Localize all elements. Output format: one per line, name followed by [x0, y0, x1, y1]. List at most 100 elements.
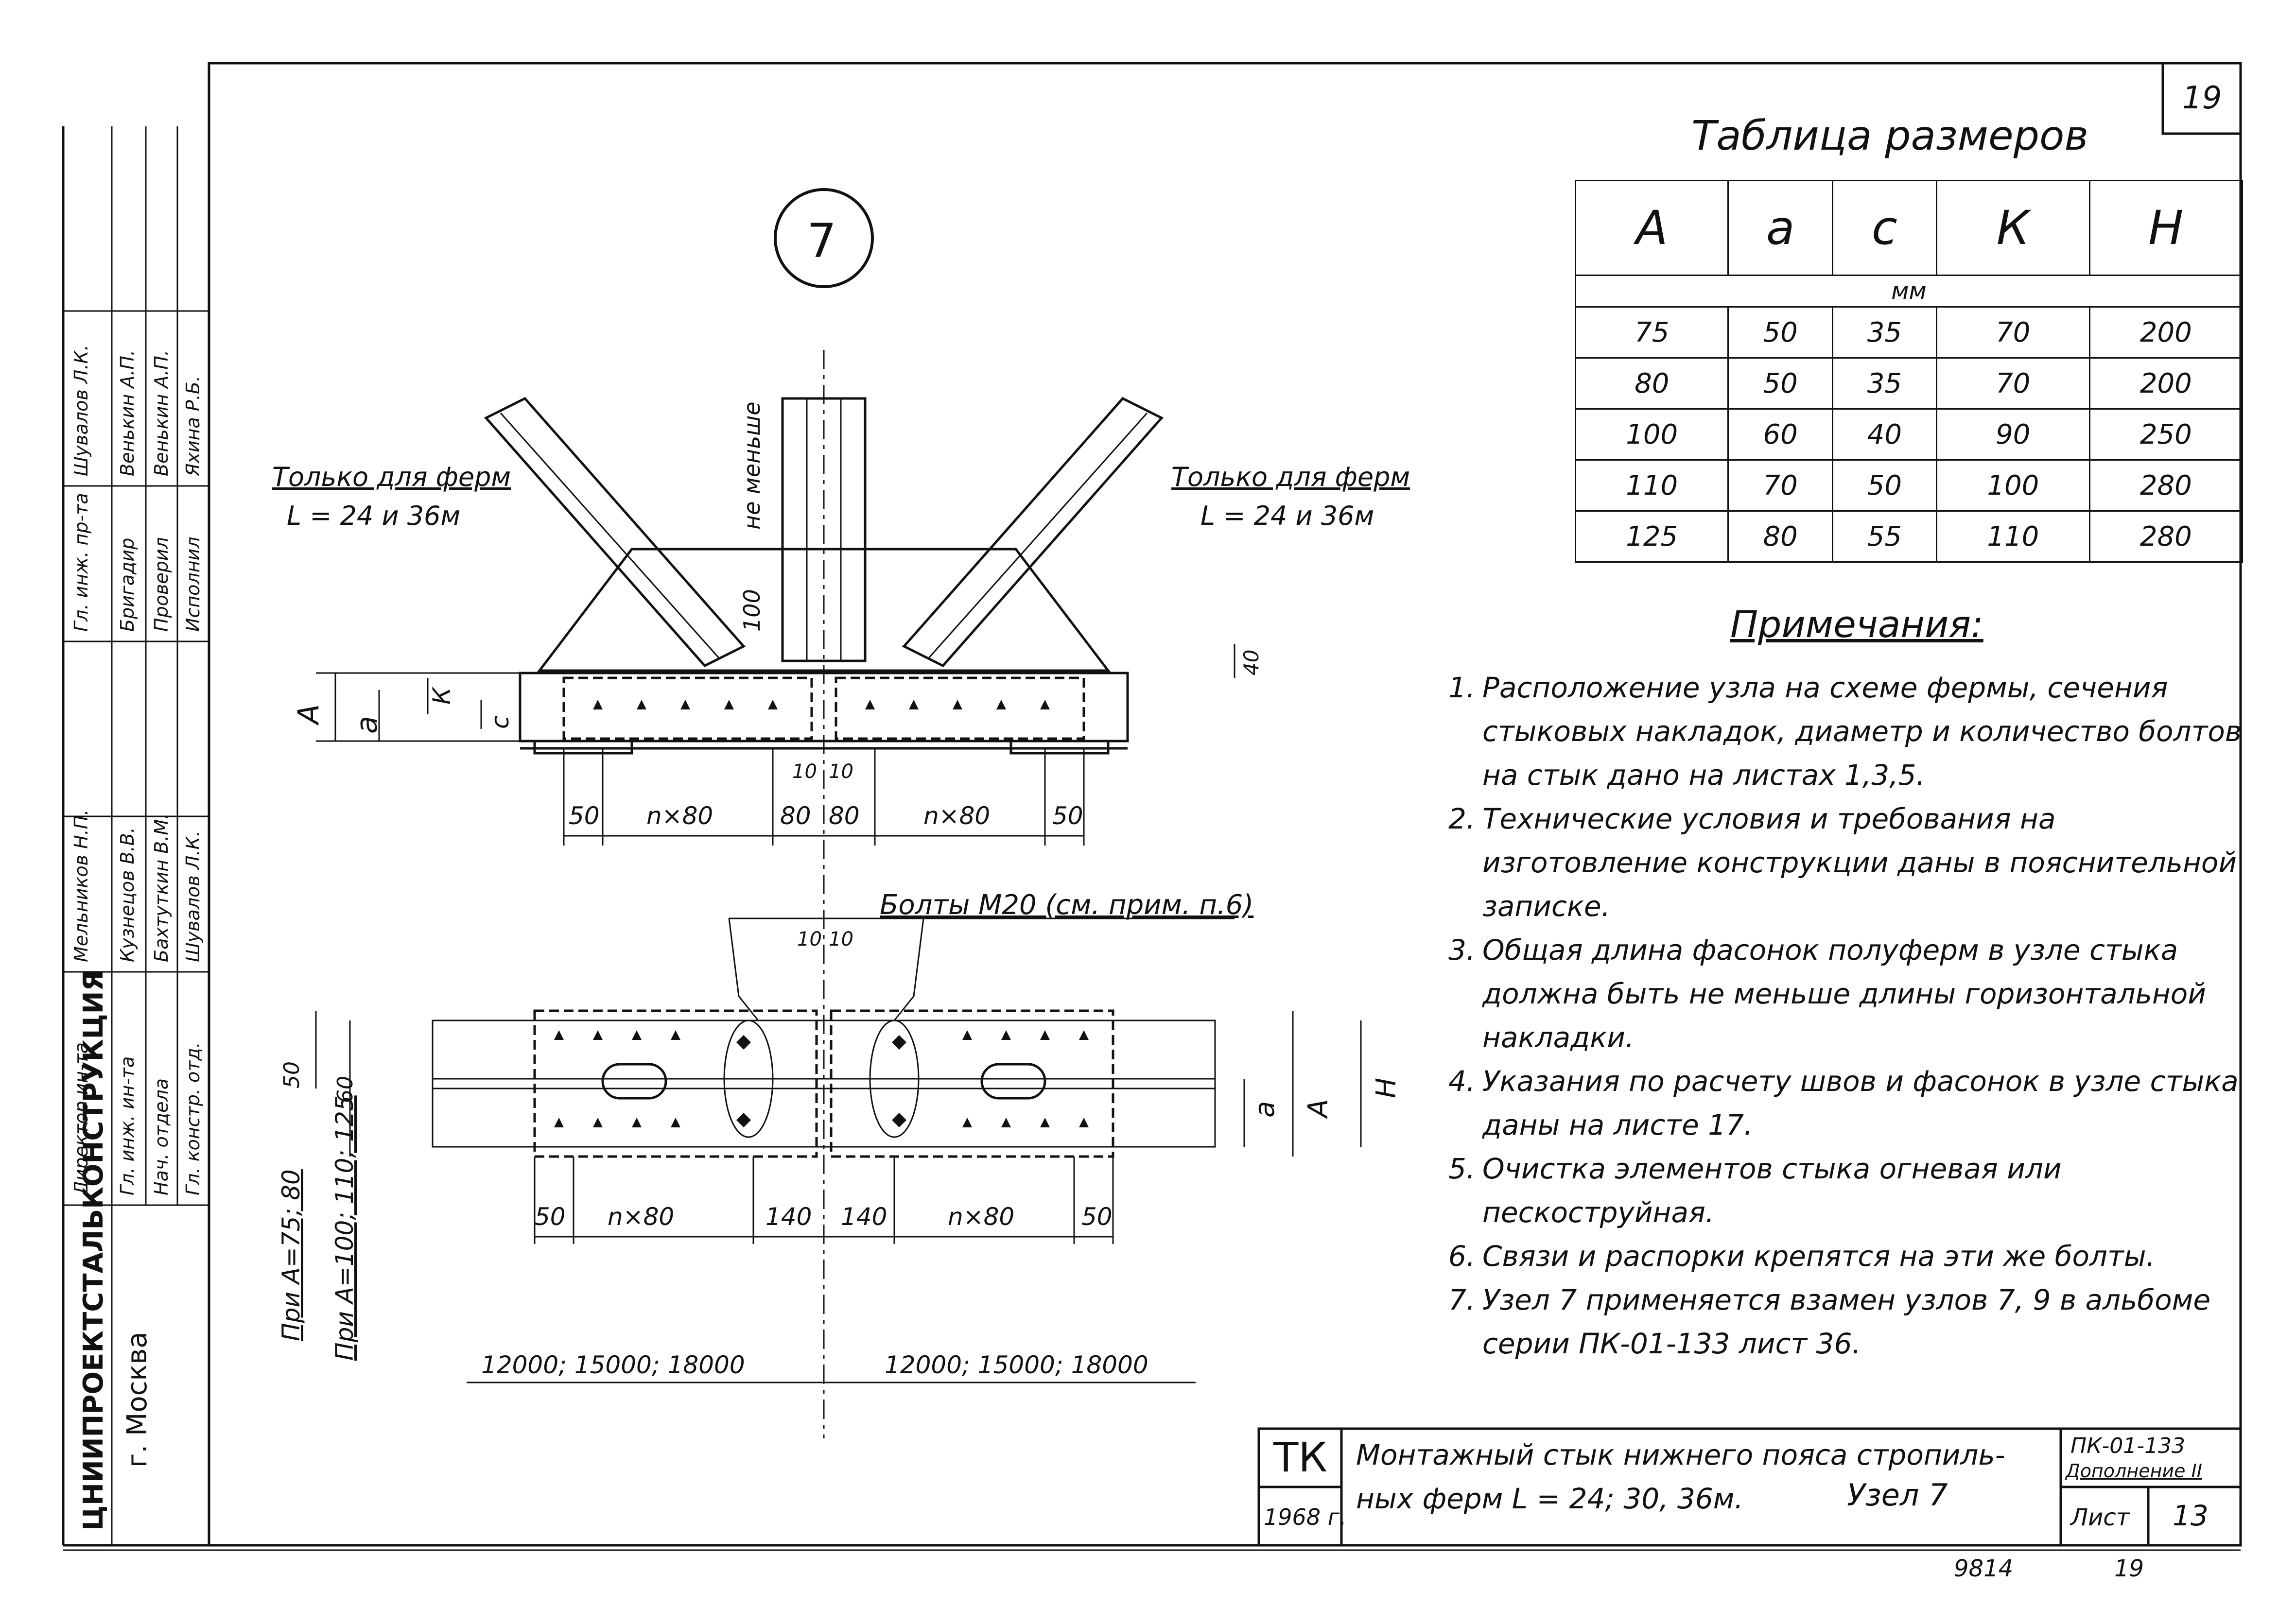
cell: 100	[1936, 459, 2090, 512]
vertical-dims-top	[316, 644, 1235, 742]
dim-plan-5: 50	[1081, 1203, 1113, 1231]
cell: 75	[1574, 306, 1729, 359]
note-item: 7.Узел 7 применяется взамен узлов 7, 9 в…	[1448, 1278, 2245, 1365]
bolts-top-view	[593, 700, 1050, 709]
stamp-role2-2: Проверил	[151, 537, 172, 632]
dim-100: 100	[739, 589, 765, 632]
stamp-role2-0: Гл. инж. пр-та	[70, 493, 92, 632]
stamp-role2-1: Бригадир	[117, 537, 138, 632]
left-callout-line2: L = 24 и 36м	[287, 501, 461, 531]
th-A: А	[1574, 180, 1729, 276]
condition-A-75-80: При А=75; 80	[277, 1169, 305, 1341]
stamp-role2-3: Исполнил	[182, 536, 204, 632]
cell: 70	[1936, 357, 2090, 410]
dim-plan-1: n×80	[608, 1203, 675, 1231]
note-text: Очистка элементов стыка огневая или песк…	[1482, 1152, 2062, 1229]
stamp-role-2: Нач. отдела	[151, 1078, 172, 1195]
label-a-top: а	[350, 716, 384, 734]
th-c: с	[1831, 180, 1938, 276]
condition-A-100-125: При А=100; 110; 125	[330, 1095, 359, 1361]
dim-plan-0: 50	[535, 1203, 566, 1231]
lower-chord	[519, 672, 1129, 743]
cell: 125	[1574, 510, 1729, 563]
cell: 280	[2088, 510, 2244, 563]
slot-right	[980, 1063, 1046, 1100]
stamp-name2-1: Венькин А.П.	[117, 350, 138, 476]
title-supplement: Дополнение II	[2066, 1460, 2202, 1482]
note-number: 5.	[1448, 1152, 1476, 1185]
title-line1: Монтажный стык нижнего пояса стропиль-	[1356, 1438, 2005, 1471]
dim-40: 40	[1239, 649, 1263, 675]
dim-50-vertical: 50	[279, 1061, 304, 1089]
cell: 80	[1574, 357, 1729, 410]
note-text: Указания по расчету швов и фасонок в узл…	[1482, 1065, 2239, 1141]
note-number: 1.	[1448, 671, 1476, 704]
note-number: 6.	[1448, 1240, 1476, 1273]
table-title: Таблица размеров	[1691, 112, 2088, 159]
th-a: а	[1727, 180, 1833, 276]
dim-top-4: n×80	[923, 802, 991, 830]
node-number: 7	[807, 214, 837, 268]
table-header-row: А а с К Н	[1574, 180, 2244, 276]
node-circle	[774, 188, 874, 288]
gusset-plate	[537, 548, 1111, 672]
stamp-name-1: Кузнецов В.В.	[117, 827, 138, 962]
label-A-plan: А	[1303, 1099, 1334, 1118]
dim-plan-4: n×80	[948, 1203, 1015, 1231]
dim-top-2: 80	[780, 802, 811, 830]
stamp-name2-3: Яхина Р.Б.	[182, 376, 204, 476]
dim-plan-3: 140	[841, 1203, 887, 1231]
right-callout-line2: L = 24 и 36м	[1200, 501, 1374, 531]
note-text: Связи и распорки крепятся на эти же болт…	[1482, 1240, 2156, 1273]
plan-splice-left	[533, 1009, 818, 1158]
span-right: 12000; 15000; 18000	[885, 1351, 1148, 1379]
label-H-plan: Н	[1371, 1077, 1402, 1098]
cell: 70	[1936, 306, 2090, 359]
title-series: ПК-01-133	[2070, 1434, 2186, 1458]
cell: 100	[1574, 408, 1729, 461]
span-left: 12000; 15000; 18000	[481, 1351, 745, 1379]
note-item: 5.Очистка элементов стыка огневая или пе…	[1448, 1147, 2245, 1234]
stamp-name-2: Бахтуткин В.М.	[151, 813, 172, 962]
th-H: Н	[2088, 180, 2244, 276]
plan-flange	[432, 1019, 1216, 1148]
cell: 50	[1831, 459, 1938, 512]
note-item: 2.Технические условия и требования на из…	[1448, 797, 2245, 928]
note-text: Технические условия и требования на изго…	[1482, 802, 2237, 923]
cell: 70	[1727, 459, 1833, 512]
title-node: Узел 7	[1847, 1477, 1948, 1513]
vertical-note: не меньше	[739, 401, 765, 530]
dim-gap-plan-1: 10	[829, 928, 853, 950]
title-code: ТК	[1273, 1434, 1327, 1481]
title-sheet-number: 13	[2173, 1499, 2209, 1532]
th-K: К	[1936, 180, 2090, 276]
cell: 50	[1727, 357, 1833, 410]
dim-top-3: 80	[829, 802, 860, 830]
dim-plan-2: 140	[765, 1203, 812, 1231]
cell: 280	[2088, 459, 2244, 512]
cell: 40	[1831, 408, 1938, 461]
label-c: с	[486, 715, 514, 729]
note-text: Общая длина фасонок полуферм в узле стык…	[1482, 933, 2206, 1054]
stamp-role-0: Директор ин-та	[70, 1042, 92, 1195]
stamp-name2-2: Венькин А.П.	[151, 350, 172, 476]
cell: 110	[1574, 459, 1729, 512]
splice-plate-right	[835, 676, 1085, 740]
dim-gap-1: 10	[829, 760, 853, 783]
label-a-plan: а	[1249, 1101, 1281, 1118]
stamp-role-1: Гл. инж. ин-та	[117, 1056, 138, 1195]
plan-splice-right	[830, 1009, 1114, 1158]
vertical-post	[781, 397, 867, 662]
right-callout-line1: Только для ферм	[1171, 462, 1410, 492]
left-callout-line1: Только для ферм	[272, 462, 511, 492]
slot-left	[601, 1063, 667, 1100]
note-number: 3.	[1448, 933, 1476, 967]
label-A-top: А	[292, 704, 326, 724]
title-year: 1968 г.	[1264, 1504, 1347, 1530]
cell: 200	[2088, 306, 2244, 359]
bolts-plan-view	[554, 1030, 1089, 1127]
